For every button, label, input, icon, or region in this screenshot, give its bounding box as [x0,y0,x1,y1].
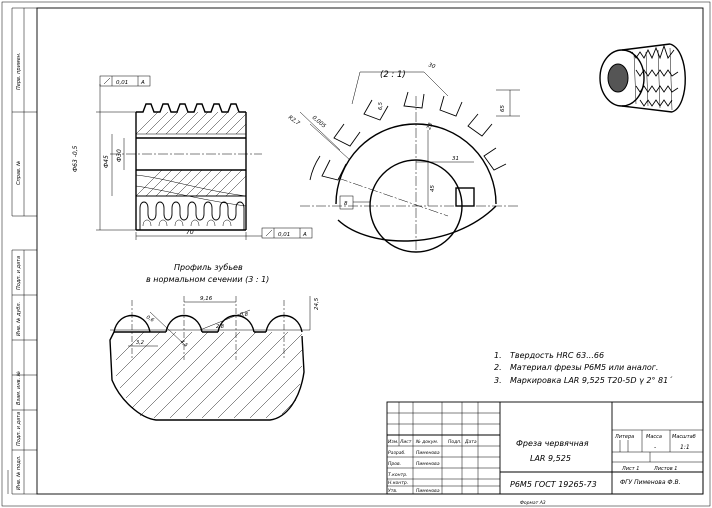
tb-material: Р6М5 ГОСТ 19265-73 [510,480,597,489]
hatch-top [136,112,246,135]
side-label-sign-date-2: Подп. и дата [16,412,22,446]
section-dim-23: 23 [426,122,434,131]
tb-header-date: Дата [464,439,477,445]
tb-header-izm: Изм. [388,439,399,445]
tb-header-sign: Подп. [448,439,462,445]
tb-mass-value: - [654,444,656,451]
tb-role-approver: Утв. [388,488,397,494]
tb-role-developer: Разраб. [388,450,406,456]
hatch-bottom [136,169,246,197]
tb-role-tcontrol: Т.контр. [388,472,408,478]
section-dim-tolerance: 0,005 [311,115,327,130]
hob-isometric [599,43,686,113]
tb-sheets: Листов 1 [653,466,677,472]
tb-format: Формат А3 [520,500,546,506]
main-dim-diameter-bore: Ф30 [116,149,123,162]
tb-sheet: Лист 1 [621,466,639,472]
tb-stage-litera: Литера [614,434,634,440]
tb-header-list: Лист [399,439,412,445]
side-label-first-use: Перв. примен. [16,52,22,90]
tolerance-bottom-datum: А [302,232,307,238]
main-dim-diameter-outer: Ф63 -0,5 [72,145,79,172]
side-label-orig-inv: Инв. № подл. [16,456,22,491]
left-side-strip [7,7,37,495]
side-label-dup-inv: Инв. № дубл. [16,302,22,336]
tb-role-ncontrol: Н.контр. [388,480,408,486]
tolerance-top-datum: А [140,80,145,86]
tooth-profile-view [109,296,311,421]
main-view [96,84,262,240]
section-dim-30: 30 [427,62,436,70]
tb-header-doc: № докум. [415,439,438,445]
tb-stage-mass: Масса [646,434,662,440]
profile-dim-24-5: 24,5 [314,297,320,310]
tb-title-line1: Фреза червячная [516,439,589,448]
note-2-num: 2. [494,363,502,372]
note-3-num: 3. [494,376,502,385]
tolerance-frame-bottom [261,227,313,239]
profile-dim-4-5: 4,5 [179,339,189,349]
note-2-text: Материал фрезы Р6М5 или аналог. [510,363,658,372]
section-scale-label: (2 : 1) [380,70,406,80]
tb-title-line2: LAR 9,525 [530,454,571,463]
section-dim-65: 65 [500,105,506,112]
tolerance-frame-top [99,75,151,87]
tb-name-developer: Пименова [416,450,440,456]
profile-title-line2: в нормальном сечении (3 : 1) [146,275,269,284]
tolerance-top-value: 0,01 [116,80,128,86]
side-label-replace-inv: Взам. инв. № [16,371,22,405]
section-dim-radius: R2,7 [287,115,301,127]
tb-stage-scale: Масштаб [672,434,696,440]
tb-scale-value: 1:1 [680,444,690,451]
tb-role-checker: Пров. [388,461,401,467]
profile-dim-0-6: 0,6 [145,315,155,324]
side-label-sign-date-1: Подп. и дата [16,256,22,290]
section-dim-45: 45 [430,185,436,192]
tb-organization: ФГУ Пименова Ф.В. [620,479,681,486]
side-label-ref-no: Справ. № [16,161,22,185]
section-dim-31: 31 [452,156,459,162]
section-dim-6-5: 6,5 [378,102,384,110]
profile-dim-pitch: 9,16 [200,296,213,302]
title-block [386,401,704,495]
tolerance-bottom-value: 0,01 [278,232,290,238]
tb-name-approver: Пименова [416,488,440,494]
drawing-frame [36,7,704,495]
tb-name-checker: Пименова [416,461,440,467]
profile-dim-0-8: 0,8 [240,312,248,318]
profile-title-line1: Профиль зубьев [174,263,243,272]
main-dim-diameter-mid: Ф45 [103,155,110,168]
section-view [299,71,520,253]
note-1-text: Твердость HRC 63...66 [510,351,604,360]
note-1-num: 1. [494,351,502,360]
section-surface-marker: 8 [344,201,348,207]
profile-dim-2-8: 2,8 [216,324,224,330]
note-3-text: Маркировка LAR 9,525 Т20-5D γ 2° 81´ [510,375,673,385]
main-dim-length: 70 [186,229,194,236]
profile-dim-3-2: 3,2 [136,340,144,346]
